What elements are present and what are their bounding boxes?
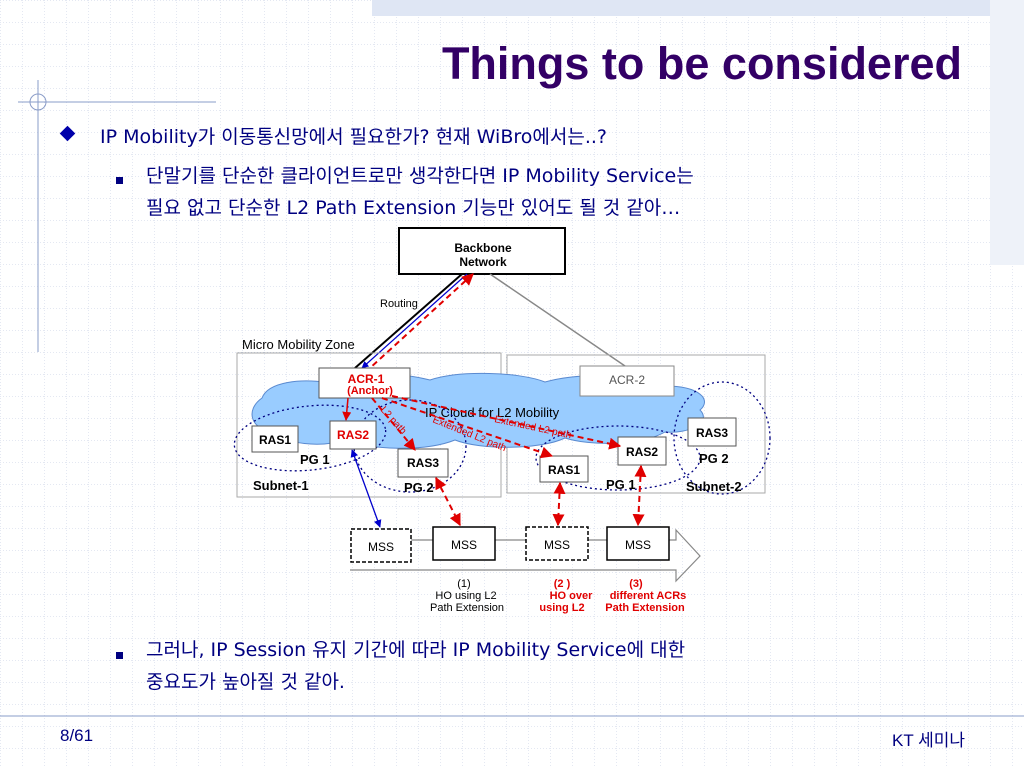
routing-link-blue: [361, 273, 468, 369]
backbone-label-1: Backbone: [454, 241, 512, 255]
mss-box-4: [606, 526, 670, 561]
square-bullet-icon: [116, 177, 123, 184]
case-1-line-1: HO using L2: [435, 590, 496, 602]
case-2-number: (2 ): [554, 578, 571, 590]
backbone-label-2: Network: [459, 255, 507, 269]
case-1-number: (1): [457, 578, 470, 590]
ras2-left-box: [329, 420, 377, 450]
pg-2-left-label: PG 2: [404, 480, 434, 495]
page-number: 8/61: [60, 726, 94, 745]
extended-l2-path-line-2: [391, 395, 622, 450]
backbone-network-box: [398, 227, 566, 275]
acr-1-box: [318, 367, 411, 399]
ras3-right-label: RAS3: [696, 426, 728, 440]
ras3-left-label: RAS3: [407, 456, 439, 470]
acr1-ras2-line: [342, 397, 352, 421]
sub-bullet-2: 그러나, IP Session 유지 기간에 따라 IP Mobility Se…: [146, 634, 685, 698]
acr-2-label: ACR-2: [609, 373, 645, 387]
routing-label: Routing: [380, 298, 418, 310]
routing-link: [354, 273, 463, 369]
bullet-ip-mobility: IP Mobility가 이동통신망에서 필요한가? 현재 WiBro에서는..…: [100, 126, 607, 148]
mss-label-4: MSS: [625, 538, 651, 552]
mss4-ras2-link: [632, 464, 647, 527]
sub-bullet-2-line1: 그러나, IP Session 유지 기간에 따라 IP Mobility Se…: [146, 639, 686, 661]
pg-1-right-ellipse: [535, 425, 701, 491]
mss-label-3: MSS: [544, 538, 570, 552]
mss-box-2: [432, 526, 496, 561]
ras1-left-box: [251, 425, 299, 453]
mss3-ras1-link: [552, 481, 566, 527]
subnet-1-label: Subnet-1: [253, 478, 309, 493]
acr-1-anchor-label: (Anchor): [347, 385, 393, 397]
movement-arrow: [350, 528, 701, 583]
case-3-line-2: Path Extension: [605, 602, 685, 614]
pg-2-right-ellipse: [673, 381, 771, 495]
routing-link-red: [369, 273, 474, 369]
footer-org: KT 세미나: [892, 731, 966, 750]
sub-bullet-1-line2: 필요 없고 단순한 L2 Path Extension 기능만 있어도 될 것 …: [146, 197, 681, 219]
sub-bullet-1: 단말기를 단순한 클라이언트로만 생각한다면 IP Mobility Servi…: [146, 160, 694, 224]
ras2-right-label: RAS2: [626, 445, 658, 459]
pg-2-right-label: PG 2: [699, 451, 729, 466]
pg-1-left-label: PG 1: [300, 452, 330, 467]
case-1-line-2: Path Extension: [430, 602, 504, 614]
case-3-line-1: different ACRs: [610, 590, 687, 602]
pg-1-left-ellipse: [233, 404, 387, 472]
ras2-left-label: RAS2: [337, 428, 369, 442]
mss1-ras2-link: [350, 449, 382, 528]
ras3-left-box: [397, 448, 449, 478]
ras1-left-label: RAS1: [259, 433, 291, 447]
ras3-right-box: [687, 417, 737, 447]
mss-label-1: MSS: [368, 540, 394, 554]
acr-2-box: [579, 365, 675, 397]
mss2-ras3-link: [435, 476, 461, 527]
mss-box-1: [350, 528, 412, 563]
sub-bullet-2-line2: 중요도가 높아질 것 같아.: [146, 671, 345, 693]
mss-label-2: MSS: [451, 538, 477, 552]
acr-1-label: ACR-1: [348, 372, 385, 386]
mss-box-3: [525, 526, 589, 561]
subnet-2-label: Subnet-2: [686, 479, 742, 494]
case-3-number: (3): [629, 578, 643, 590]
l2-path-line: [371, 397, 416, 451]
cloud-label: IP Cloud for L2 Mobility: [425, 405, 560, 420]
pg-1-right-label: PG 1: [606, 477, 636, 492]
case-2-line-1: HO over: [550, 590, 594, 602]
ras1-right-label: RAS1: [548, 463, 580, 477]
slide-title: Things to be considered: [441, 38, 962, 89]
acr2-link: [489, 273, 626, 367]
zone-label: Micro Mobility Zone: [242, 337, 355, 352]
sub-bullet-1-line1: 단말기를 단순한 클라이언트로만 생각한다면 IP Mobility Servi…: [146, 165, 694, 187]
case-2-line-2: using L2: [539, 602, 584, 614]
square-bullet-icon: [116, 652, 123, 659]
